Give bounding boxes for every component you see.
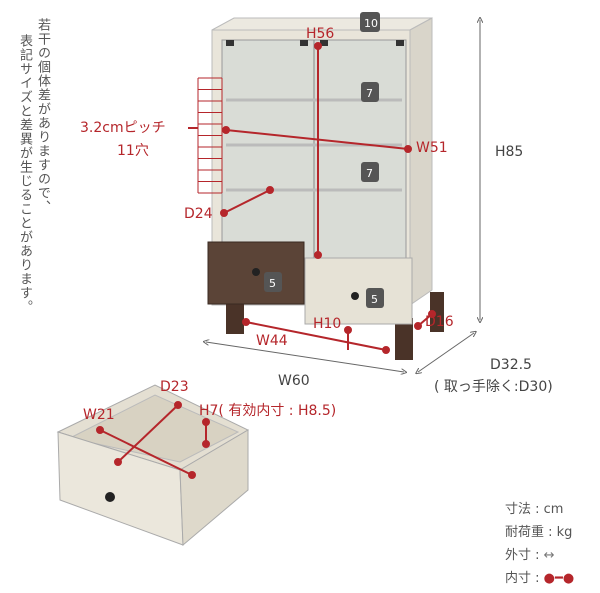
- label-h10: H10: [313, 316, 342, 332]
- legend-unit: 寸法 : cm: [505, 502, 564, 517]
- label-w21: W21: [83, 407, 115, 423]
- size-variance-note-line2: 表記サイズと差異が生じることがあります。: [17, 34, 32, 314]
- svg-text:7: 7: [366, 167, 373, 180]
- label-d16: D16: [425, 314, 454, 330]
- label-w60: W60: [278, 373, 310, 389]
- leg: [430, 292, 444, 332]
- drawer-right: [304, 257, 413, 325]
- pitch-ladder: [197, 77, 223, 194]
- label-w44: W44: [256, 333, 288, 349]
- label-d32-5: D32.5: [490, 357, 532, 373]
- svg-text:7: 7: [366, 87, 373, 100]
- leg: [226, 298, 244, 334]
- label-h85: H85: [495, 144, 524, 160]
- svg-text:10: 10: [364, 17, 378, 30]
- cabinet-side: [409, 17, 433, 306]
- svg-text:5: 5: [269, 277, 276, 290]
- drawer-detail: [56, 384, 250, 547]
- label-d24: D24: [184, 206, 213, 222]
- legend-outer: 外寸 : ↔: [505, 548, 555, 563]
- legend: 寸法 : cm 耐荷重 : kg 外寸 : ↔ 内寸 : ●━●: [505, 498, 574, 590]
- legend-load: 耐荷重 : kg: [505, 525, 573, 540]
- label-h56: H56: [306, 26, 335, 42]
- weight-icons: 10 7 7 5 5: [264, 12, 384, 308]
- label-d23: D23: [160, 379, 189, 395]
- label-pitch: 3.2cmピッチ: [80, 120, 166, 136]
- label-w51: W51: [416, 140, 448, 156]
- size-variance-note-line1: 若干の個体差がありますので、: [35, 18, 50, 214]
- outer-dimension-lines: [206, 20, 480, 372]
- label-h7: H7( 有効内寸 : H8.5): [199, 403, 337, 419]
- svg-text:5: 5: [371, 293, 378, 306]
- legend-inner: 内寸 : ●━●: [505, 571, 575, 586]
- label-d30: ( 取っ手除く:D30): [434, 379, 553, 395]
- inner-dimension-icon: ●━●: [543, 571, 575, 586]
- outer-arrow-icon: ↔: [543, 548, 555, 563]
- label-holes: 11穴: [117, 143, 149, 159]
